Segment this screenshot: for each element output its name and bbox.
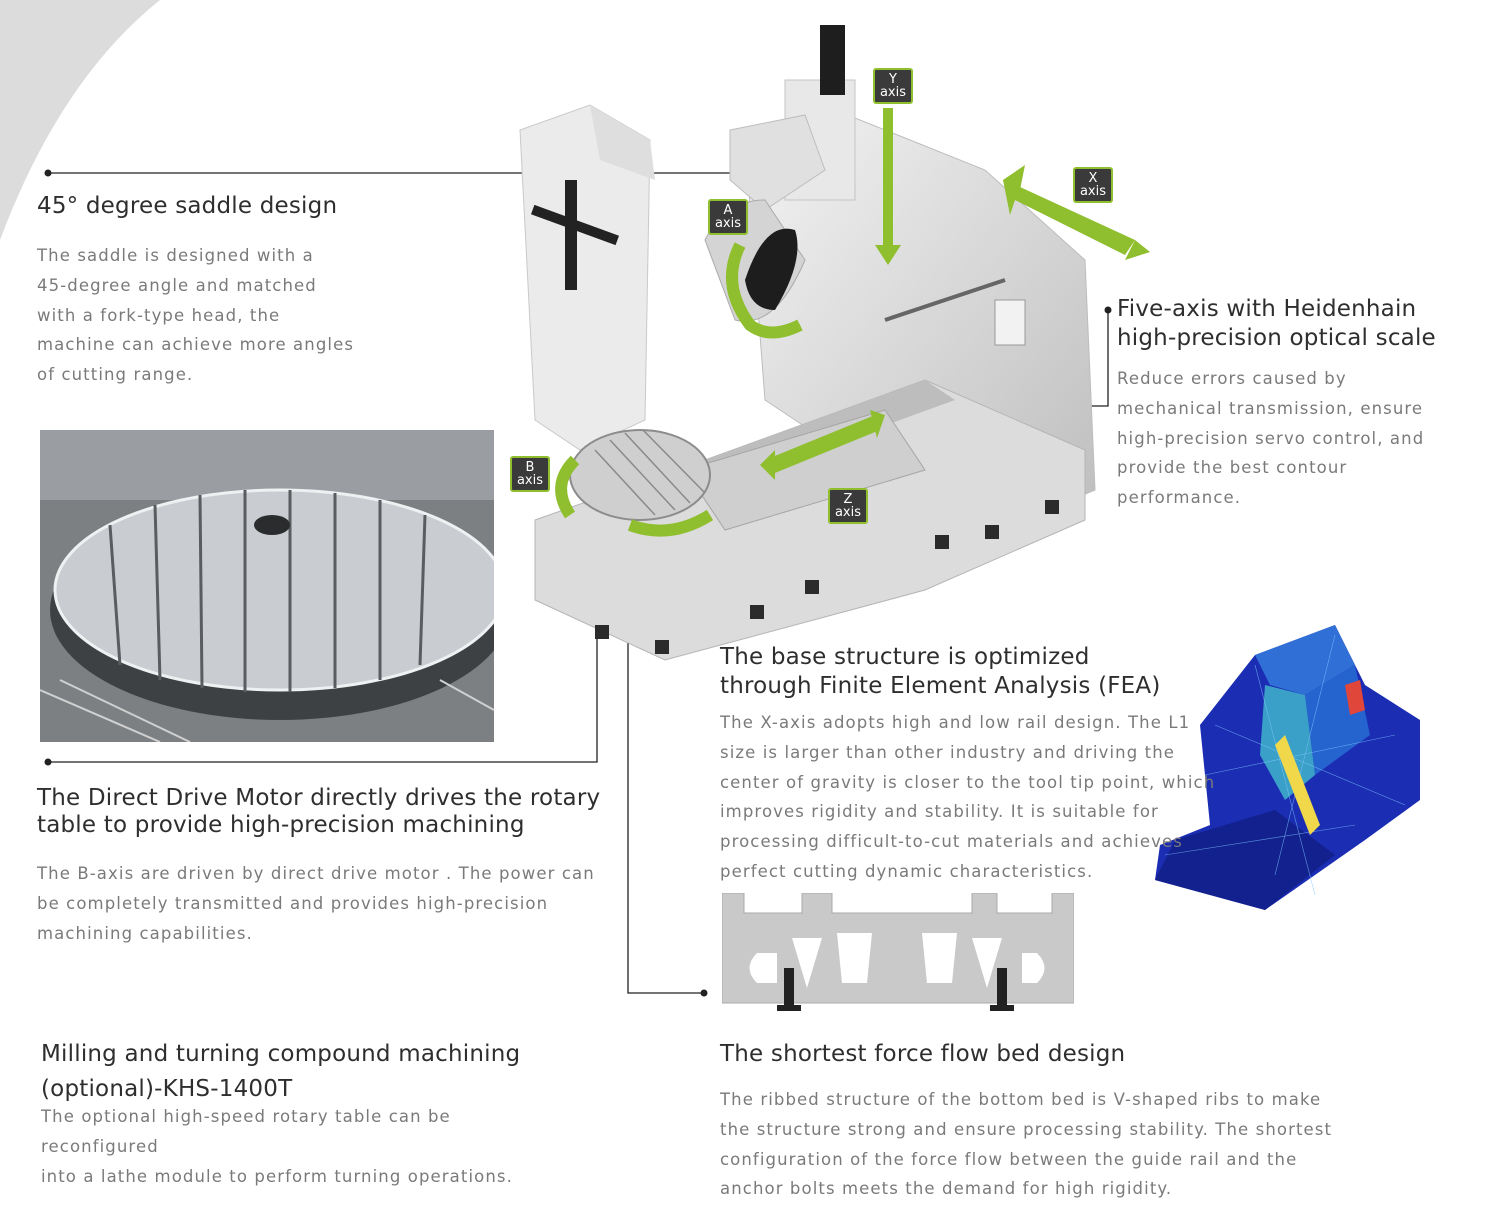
fea-analysis-image <box>1155 625 1420 910</box>
machine-illustration <box>519 25 1150 661</box>
base-structure-body: The X-axis adopts high and low rail desi… <box>720 713 1216 881</box>
b-axis-badge: B axis <box>510 456 550 492</box>
direct-drive-title: The Direct Drive Motor directly drives t… <box>37 785 601 838</box>
heidenhain-body: Reduce errors caused by mechanical trans… <box>1117 369 1425 508</box>
a-axis-label: A axis <box>714 203 742 231</box>
rotary-table-photo <box>40 430 494 742</box>
x-axis-label: X axis <box>1079 171 1107 199</box>
y-axis-badge: Y axis <box>873 68 913 104</box>
milling-turning-title: Milling and turning compound machining (… <box>41 1041 521 1102</box>
z-axis-badge: Z axis <box>828 488 868 524</box>
force-flow-title: The shortest force flow bed design <box>720 1041 1126 1067</box>
a-axis-badge: A axis <box>708 199 748 235</box>
heidenhain-title: Five-axis with Heidenhain high-precision… <box>1117 296 1436 351</box>
x-axis-badge: X axis <box>1073 167 1113 203</box>
saddle-body: The saddle is designed with a 45-degree … <box>37 246 355 385</box>
saddle-title: 45° degree saddle design <box>37 193 338 219</box>
saddle-leader-dot <box>44 169 52 177</box>
z-axis-label: Z axis <box>834 492 862 520</box>
milling-turning-body: The optional high-speed rotary table can… <box>41 1107 513 1186</box>
corner-arc-decoration <box>0 0 160 240</box>
base-structure-title: The base structure is optimized through … <box>720 644 1161 699</box>
force-flow-leader-line <box>627 632 704 994</box>
direct-drive-body: The B-axis are driven by direct drive mo… <box>37 864 595 943</box>
b-axis-label: B axis <box>516 460 544 488</box>
force-flow-body: The ribbed structure of the bottom bed i… <box>720 1090 1333 1199</box>
y-axis-label: Y axis <box>879 72 907 100</box>
bed-cross-section-image <box>722 893 1074 1011</box>
